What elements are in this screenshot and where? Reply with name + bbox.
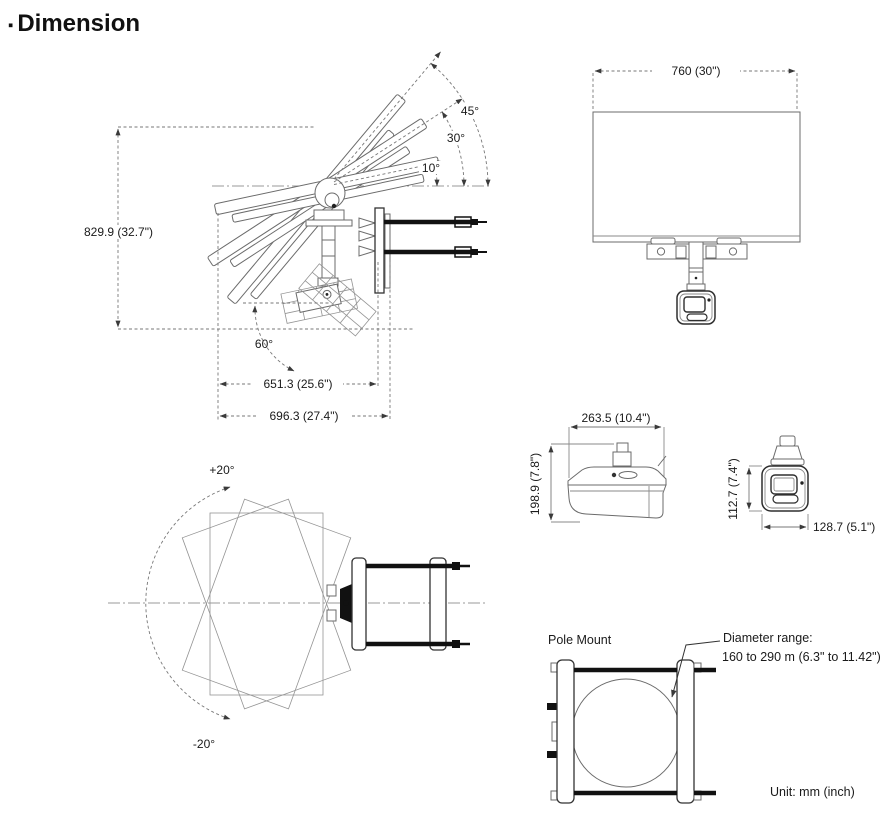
title-bullet-icon: ▪	[8, 16, 14, 34]
dim-camera-length: 263.5 (10.4")	[568, 411, 665, 478]
camera-side-view-drawing: 263.5 (10.4") 198.9 (7.8")	[528, 411, 667, 523]
dim-label-camera-length: 263.5 (10.4")	[582, 411, 651, 425]
dim-camera-front-width: 128.7 (5.1")	[761, 514, 875, 534]
label-bg	[443, 131, 469, 144]
label-bg	[457, 104, 483, 117]
dim-label-camera-height: 198.9 (7.8")	[528, 453, 542, 515]
rotation-arc	[145, 486, 231, 720]
camera-side-body	[567, 442, 667, 519]
dim-label-height: 829.9 (32.7")	[84, 225, 153, 239]
page-title-text: Dimension	[17, 10, 141, 37]
panel-rotated-minus20	[181, 498, 352, 710]
camera-front-stem	[770, 435, 805, 466]
camera-tilt-arc-60: 60°	[243, 302, 330, 372]
pole-mount-drawing: Pole Mount	[547, 631, 881, 804]
unit-note: Unit: mm (inch)	[770, 785, 855, 799]
dim-width-760: 760 (30")	[592, 64, 798, 111]
angle-label-minus20: -20°	[193, 737, 215, 751]
dim-width-651: 651.3 (25.6")	[217, 213, 379, 420]
diameter-leader: Diameter range: 160 to 290 m (6.3" to 11…	[671, 631, 881, 698]
solar-panel-front	[592, 111, 801, 243]
angle-label-30: 30°	[447, 131, 465, 145]
page-title: ▪ Dimension	[8, 10, 140, 38]
diameter-range-line1: Diameter range:	[723, 631, 813, 645]
front-camera	[676, 290, 716, 325]
pole-mount-right-plate	[676, 659, 702, 804]
front-mount-bracket	[646, 237, 748, 291]
dim-label-panel-width: 760 (30")	[672, 64, 721, 78]
pole-mount-label: Pole Mount	[548, 633, 612, 647]
pole-mount-rods	[574, 667, 716, 796]
top-view-drawing: +20° -20°	[108, 463, 488, 751]
camera-cage-assembly	[280, 263, 377, 337]
front-view-drawing: 760 (30")	[592, 64, 801, 325]
camera-front-body	[761, 465, 809, 512]
dim-width-696: 696.3 (27.4")	[219, 262, 391, 423]
angle-label-10: 10°	[422, 161, 440, 175]
side-pole-bracket	[358, 207, 487, 294]
pole-mount-left-plate	[547, 659, 575, 804]
dim-camera-front-height: 112.7 (7.4")	[726, 458, 762, 520]
dim-label-width-outer: 696.3 (27.4")	[270, 409, 339, 423]
panel-rotated-plus20	[181, 498, 352, 710]
label-bg	[419, 161, 444, 174]
side-view-drawing: 10° 30° 45° 60° 829.9 (32.7")	[82, 51, 492, 423]
angle-label-45: 45°	[461, 104, 479, 118]
angle-label-60: 60°	[255, 337, 273, 351]
dim-label-front-width: 128.7 (5.1")	[813, 520, 875, 534]
dim-camera-height: 198.9 (7.8")	[528, 443, 614, 523]
pole-circle	[571, 678, 681, 788]
dim-label-front-height: 112.7 (7.4")	[726, 458, 740, 519]
diameter-range-line2: 160 to 290 m (6.3" to 11.42")	[722, 650, 881, 664]
top-view-clamp	[326, 557, 470, 651]
dim-label-width-inner: 651.3 (25.6")	[264, 377, 333, 391]
panel-top-view	[209, 512, 324, 696]
angle-label-plus20: +20°	[209, 463, 234, 477]
camera-front-view-drawing: 112.7 (7.4") 128.7 (5.1")	[726, 435, 875, 534]
dim-height-829: 829.9 (32.7")	[82, 126, 413, 330]
